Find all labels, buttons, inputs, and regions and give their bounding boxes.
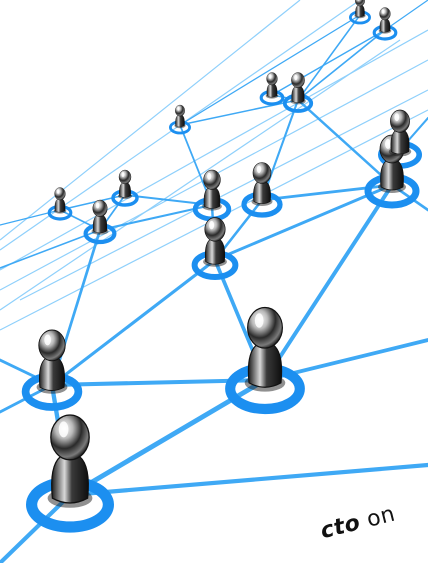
figure-highlight bbox=[209, 220, 215, 230]
background-links bbox=[0, 0, 428, 331]
person-figure bbox=[290, 72, 306, 105]
person-figure bbox=[388, 109, 412, 157]
link-line bbox=[50, 258, 217, 387]
link-line bbox=[50, 228, 102, 387]
figure-body bbox=[380, 160, 404, 191]
person-figure bbox=[36, 329, 68, 394]
link-line bbox=[296, 98, 394, 187]
person-figure bbox=[251, 162, 273, 206]
figure-head bbox=[175, 104, 185, 117]
link-line bbox=[263, 183, 394, 382]
link-line bbox=[271, 29, 386, 96]
figure-highlight bbox=[121, 172, 125, 177]
figure-highlight bbox=[381, 9, 385, 14]
figure-head bbox=[291, 72, 305, 89]
figure-head bbox=[50, 414, 90, 461]
figure-head bbox=[247, 306, 283, 349]
figure-head bbox=[38, 329, 66, 362]
faint-link-line bbox=[0, 0, 301, 241]
person-figure bbox=[118, 169, 132, 199]
figure-body bbox=[203, 187, 221, 209]
figure-highlight bbox=[95, 202, 100, 209]
figure-highlight bbox=[56, 189, 60, 194]
figure-head bbox=[54, 187, 66, 201]
figure-head bbox=[266, 72, 278, 86]
figure-body bbox=[253, 181, 271, 205]
figure-body bbox=[119, 182, 131, 198]
person-figure bbox=[91, 199, 109, 235]
figure-head bbox=[252, 162, 272, 184]
person-figure bbox=[265, 72, 279, 99]
person-figure bbox=[203, 217, 227, 267]
figure-head bbox=[379, 7, 391, 21]
figure-highlight bbox=[254, 313, 264, 328]
figure-body bbox=[266, 84, 278, 98]
figure-head bbox=[204, 217, 226, 242]
faint-link-line bbox=[0, 29, 428, 271]
figure-highlight bbox=[177, 106, 180, 111]
link-line bbox=[213, 183, 394, 262]
figure-body bbox=[38, 358, 66, 391]
figure-head bbox=[355, 0, 365, 7]
link-line bbox=[297, 14, 361, 101]
figure-body bbox=[355, 5, 365, 18]
figure-highlight bbox=[58, 421, 69, 438]
person-figure bbox=[202, 169, 222, 211]
figure-body bbox=[390, 130, 410, 155]
person-figure bbox=[47, 414, 93, 508]
figure-highlight bbox=[207, 172, 212, 180]
person-figure bbox=[174, 104, 186, 129]
person-figures bbox=[36, 0, 412, 508]
figure-highlight bbox=[44, 334, 51, 346]
figure-body bbox=[379, 19, 391, 33]
figure-head bbox=[203, 169, 221, 190]
person-figure bbox=[244, 306, 286, 392]
figure-body bbox=[204, 239, 226, 265]
person-figure bbox=[53, 187, 67, 214]
figure-highlight bbox=[394, 113, 400, 122]
figure-body bbox=[175, 115, 185, 128]
figure-highlight bbox=[357, 0, 360, 1]
figure-highlight bbox=[294, 74, 298, 81]
figure-body bbox=[54, 199, 66, 213]
figure-head bbox=[390, 109, 410, 133]
person-figure bbox=[378, 7, 392, 34]
figure-body bbox=[51, 455, 89, 504]
figure-highlight bbox=[268, 74, 272, 79]
link-line bbox=[179, 14, 361, 126]
link-line bbox=[0, 229, 101, 269]
link-line bbox=[67, 462, 428, 498]
figure-highlight bbox=[385, 139, 391, 149]
figure-body bbox=[92, 215, 108, 234]
person-figure bbox=[354, 0, 366, 19]
figure-head bbox=[118, 169, 132, 185]
figure-head bbox=[92, 199, 108, 218]
figure-body bbox=[291, 86, 305, 103]
figure-body bbox=[247, 344, 283, 388]
link-line bbox=[297, 29, 386, 101]
link-line bbox=[384, 0, 428, 31]
figure-highlight bbox=[256, 165, 262, 173]
